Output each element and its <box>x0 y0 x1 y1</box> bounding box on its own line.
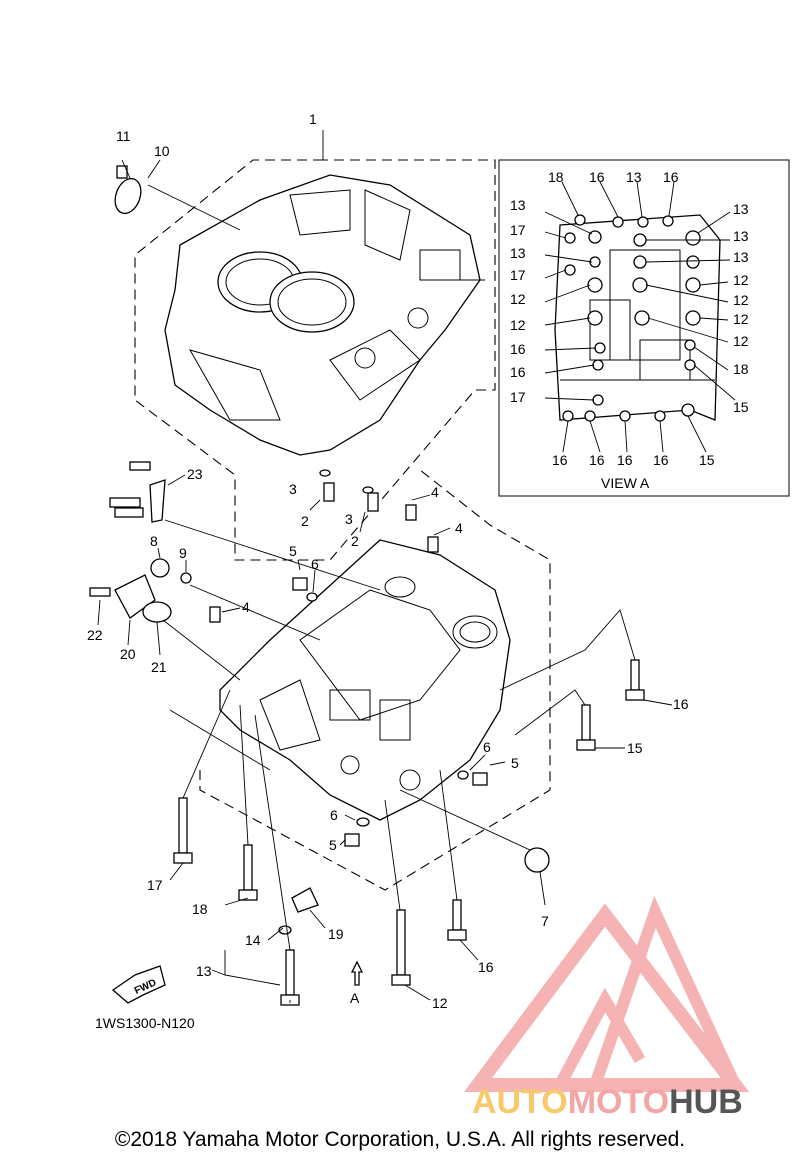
view-a-callout-7: 17 <box>510 222 526 238</box>
leader-lines <box>97 130 673 1003</box>
view-a-callout-10: 13 <box>733 249 749 265</box>
callout-16-right: 16 <box>673 696 689 712</box>
view-a-box <box>498 159 790 497</box>
callout-5b: 5 <box>511 755 519 771</box>
view-a-title: VIEW A <box>601 475 650 491</box>
view-a-arrow: A <box>350 960 364 1006</box>
view-a-callout-12: 17 <box>510 267 526 283</box>
callout-11: 11 <box>116 128 131 144</box>
main-callouts: 1 2 2 3 3 4 4 4 5 5 5 6 6 6 7 8 9 10 11 … <box>87 111 689 1011</box>
callout-23: 23 <box>187 466 203 482</box>
view-a-callout-11: 12 <box>733 272 749 288</box>
callout-12: 12 <box>432 995 448 1011</box>
view-a-callout-5: 13 <box>510 197 526 213</box>
callout-4a: 4 <box>431 484 439 500</box>
view-a-callout-13: 12 <box>510 291 526 307</box>
view-a-callout-6: 13 <box>733 201 749 217</box>
callout-3a: 3 <box>289 481 297 497</box>
view-a-callout-2: 16 <box>589 169 605 185</box>
callout-2a: 2 <box>301 513 309 529</box>
callout-6c: 6 <box>330 807 338 823</box>
view-a-callout-8: 13 <box>733 228 749 244</box>
view-a-callout-26: 16 <box>653 452 669 468</box>
upper-crankcase <box>164 174 485 456</box>
callout-1: 1 <box>309 111 317 127</box>
callout-22: 22 <box>87 627 103 643</box>
callout-5c: 5 <box>329 837 337 853</box>
view-a-callout-14: 12 <box>733 292 749 308</box>
view-a-callout-21: 15 <box>733 399 749 415</box>
view-a-callout-24: 16 <box>589 452 605 468</box>
view-a-callout-16: 12 <box>733 311 749 327</box>
callout-5a: 5 <box>289 543 297 559</box>
callout-15: 15 <box>627 740 643 756</box>
callout-13: 13 <box>196 963 212 979</box>
view-a-callout-22: 17 <box>510 389 526 405</box>
callout-8: 8 <box>150 533 158 549</box>
callout-4b: 4 <box>455 520 463 536</box>
view-a-callout-18: 16 <box>510 341 526 357</box>
callout-6b: 6 <box>483 739 491 755</box>
view-a-callout-23: 16 <box>552 452 568 468</box>
view-a-callout-3: 13 <box>626 169 642 185</box>
callout-14: 14 <box>245 932 261 948</box>
callout-21: 21 <box>151 659 167 675</box>
callout-3b: 3 <box>345 511 353 527</box>
callout-2b: 2 <box>351 533 359 549</box>
view-a-leaders <box>544 181 736 453</box>
view-a-callout-20: 16 <box>510 364 526 380</box>
view-a-callout-1: 18 <box>548 169 564 185</box>
upper-case-outline <box>134 159 496 561</box>
view-a-callout-9: 13 <box>510 245 526 261</box>
callout-4c: 4 <box>242 599 250 615</box>
watermark-text: AUTOMOTOHUB <box>472 1083 743 1121</box>
fwd-arrow: FWD <box>111 965 166 1004</box>
callout-7: 7 <box>541 913 549 929</box>
arrow-a-label: A <box>350 990 360 1006</box>
callout-10: 10 <box>154 143 170 159</box>
view-a-callout-19: 18 <box>733 361 749 377</box>
view-a-callout-27: 15 <box>699 452 715 468</box>
callout-17: 17 <box>147 877 163 893</box>
view-a-bosses <box>562 214 701 422</box>
callout-18: 18 <box>192 901 208 917</box>
watermark-logo <box>464 895 750 1092</box>
callout-6a: 6 <box>311 556 319 572</box>
view-a-detail: 18 16 13 16 13 13 17 13 13 13 12 17 12 1… <box>510 169 749 491</box>
callout-9: 9 <box>179 545 187 561</box>
view-a-callout-4: 16 <box>663 169 679 185</box>
small-parts <box>89 165 550 935</box>
view-a-callout-25: 16 <box>617 452 633 468</box>
callout-16: 16 <box>478 959 494 975</box>
callout-20: 20 <box>120 646 136 662</box>
view-a-callout-17: 12 <box>733 333 749 349</box>
lower-case-outline <box>199 469 551 891</box>
callout-19: 19 <box>328 926 344 942</box>
copyright-notice: ©2018 Yamaha Motor Corporation, U.S.A. A… <box>114 1128 686 1151</box>
view-a-callout-15: 12 <box>510 317 526 333</box>
lower-crankcase <box>219 539 511 821</box>
diagram-code: 1WS1300-N120 <box>95 1015 195 1031</box>
